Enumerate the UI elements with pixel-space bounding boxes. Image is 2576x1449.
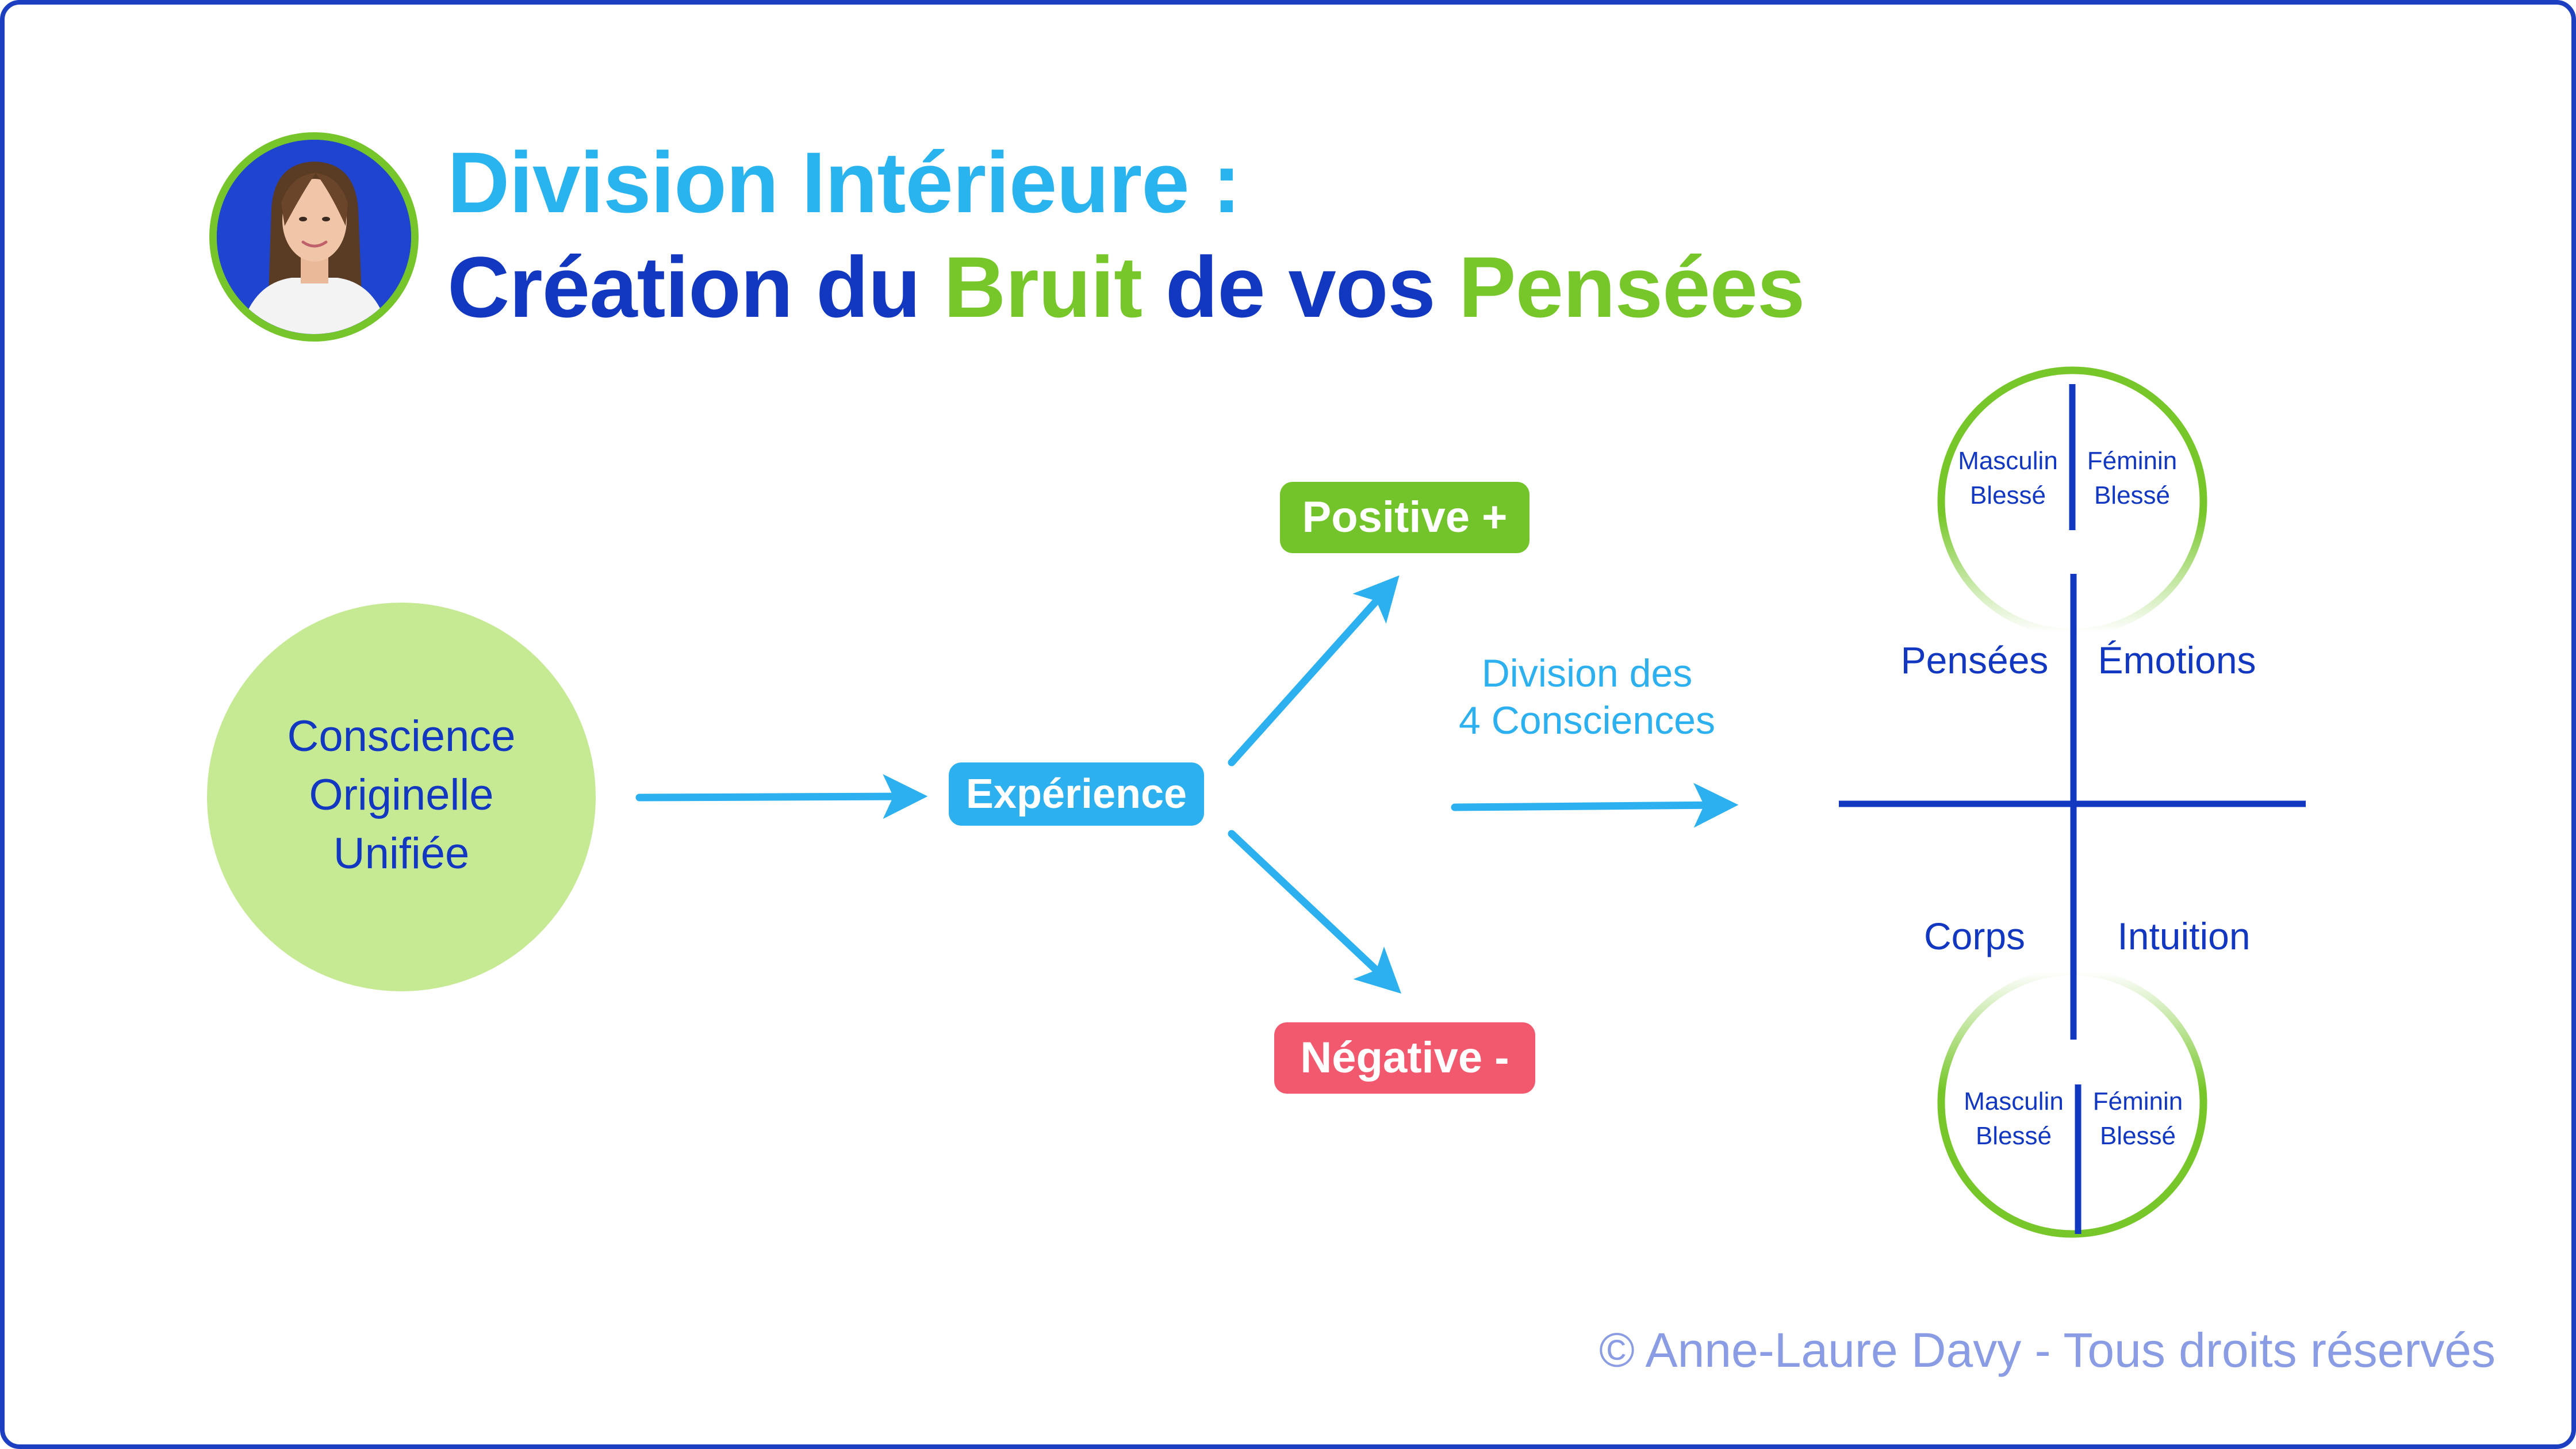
- bottom-masculin: Masculin: [1964, 1087, 2064, 1116]
- title-line-2: Création du Bruit de vos Pensées: [447, 232, 1805, 342]
- title-line-1: Division Intérieure :: [447, 134, 1241, 231]
- bottom-circle-right-label: Féminin Blessé: [2075, 1084, 2201, 1153]
- top-feminin-blesse: Blessé: [2094, 481, 2171, 509]
- portrait-icon: [217, 140, 411, 334]
- division-label: Division des 4 Consciences: [1414, 650, 1759, 744]
- top-circle-left-label: Masculin Blessé: [1945, 444, 2071, 513]
- quadrant-emotions: Émotions: [2098, 639, 2256, 681]
- title-part-de-vos: de vos: [1141, 239, 1459, 335]
- arrow-to-positive: [1228, 575, 1400, 766]
- division-label-line-2: 4 Consciences: [1458, 699, 1716, 742]
- top-feminin: Féminin: [2087, 447, 2178, 475]
- bottom-feminin: Féminin: [2092, 1087, 2183, 1116]
- bottom-masculin-blesse: Blessé: [1975, 1122, 2052, 1150]
- bottom-circle-left-label: Masculin Blessé: [1950, 1084, 2077, 1153]
- top-circle-right-label: Féminin Blessé: [2069, 444, 2195, 513]
- origin-label-line-3: Unifiée: [333, 829, 470, 878]
- quadrant-intuition: Intuition: [2117, 915, 2251, 957]
- experience-pill: Expérience: [949, 762, 1204, 826]
- division-label-line-1: Division des: [1481, 651, 1693, 695]
- origin-circle: [207, 603, 596, 991]
- top-masculin: Masculin: [1958, 447, 2058, 475]
- top-masculin-blesse: Blessé: [1969, 481, 2046, 509]
- origin-label-line-2: Originelle: [309, 770, 494, 819]
- bottom-feminin-blesse: Blessé: [2099, 1122, 2176, 1150]
- positive-pill: Positive +: [1280, 482, 1529, 553]
- arrow-origin-to-experience: [635, 774, 928, 819]
- title-part-pensees: Pensées: [1458, 239, 1805, 335]
- origin-label-line-1: Conscience: [287, 712, 516, 761]
- negative-pill: Négative -: [1274, 1022, 1535, 1094]
- arrow-division: [1451, 783, 1739, 828]
- quadrant-corps: Corps: [1923, 915, 2026, 957]
- copyright-notice: © Anne-Laure Davy - Tous droits réservés: [1598, 1323, 2496, 1377]
- origin-label: Conscience Originelle Unifiée: [207, 707, 596, 883]
- title-part-bruit: Bruit: [944, 239, 1143, 335]
- quadrant-pensees: Pensées: [1900, 639, 2049, 681]
- arrow-to-negative: [1228, 830, 1402, 994]
- title-part-creation: Création du: [447, 239, 944, 335]
